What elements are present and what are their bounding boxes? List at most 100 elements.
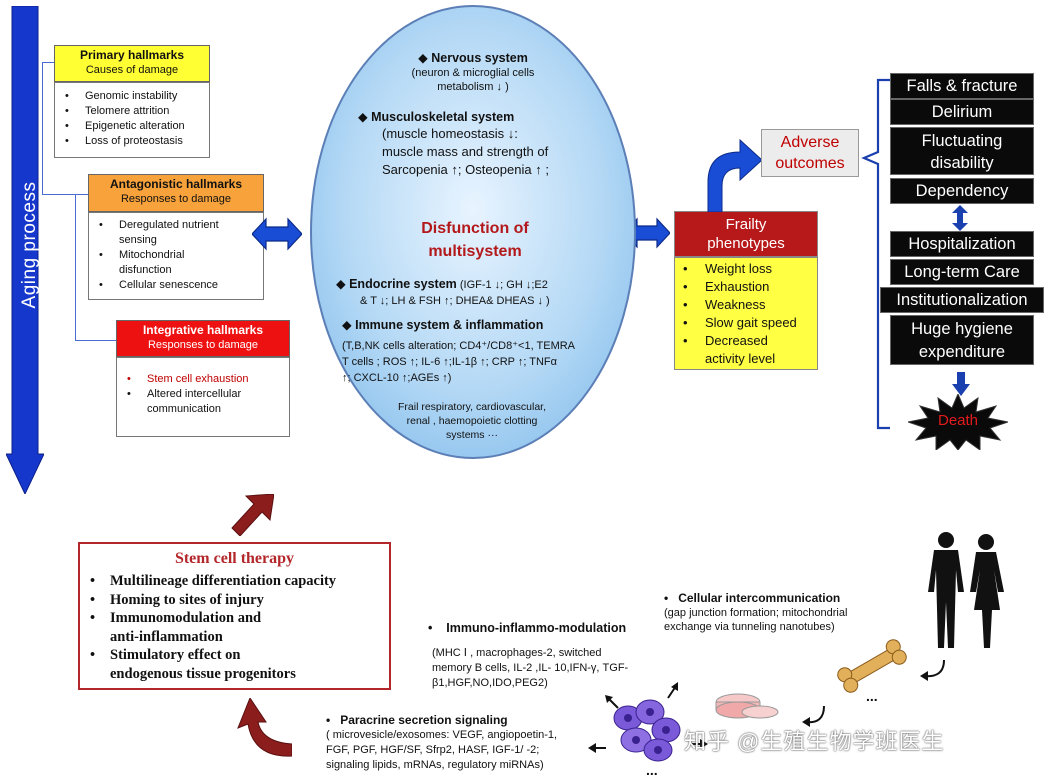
list-item-continuation: disfunction bbox=[119, 264, 172, 276]
aging-process-arrow bbox=[6, 6, 44, 494]
center-title: Disfunction of multisystem bbox=[380, 217, 570, 263]
immuno-title: Immuno-inflammo-modulation bbox=[446, 621, 627, 635]
petri-dish-icon bbox=[715, 693, 779, 719]
list-item-continuation: sensing bbox=[119, 234, 157, 246]
arrow-icon bbox=[690, 739, 708, 749]
frailty-title-line: Frailty bbox=[725, 216, 767, 233]
nervous-system-line: metabolism ↓ ) bbox=[437, 81, 509, 93]
diamond-bullet-icon: ◆ bbox=[336, 277, 350, 291]
multisystem-ellipse bbox=[310, 5, 636, 459]
frailty-title-line: phenotypes bbox=[707, 235, 785, 252]
list-item: Exhaustion bbox=[683, 278, 813, 296]
nervous-system-title: Nervous system bbox=[431, 51, 528, 65]
frail-systems-line: systems ··· bbox=[446, 429, 498, 441]
list-item: Telomere attrition bbox=[65, 104, 205, 119]
bullet: • bbox=[326, 713, 341, 727]
immune-line: T cells ; ROS ↑; IL-6 ↑;IL-1β ↑; CRP ↑; … bbox=[342, 356, 558, 368]
paracrine-line: ( microvesicle/exosomes: VEGF, angiopoet… bbox=[326, 729, 558, 741]
cellular-title: Cellular intercommunication bbox=[678, 591, 841, 605]
list-item-continuation: endogenous tissue progenitors bbox=[110, 665, 296, 682]
list-item: Altered intercellular bbox=[127, 387, 285, 402]
primary-hallmarks-subtitle: Causes of damage bbox=[85, 64, 179, 76]
frailty-phenotypes-header: Frailty phenotypes bbox=[674, 211, 818, 257]
list-item: Loss of proteostasis bbox=[65, 134, 205, 149]
integrative-hallmarks-header: Integrative hallmarks Responses to damag… bbox=[116, 320, 290, 357]
list-item: Stem cell exhaustion bbox=[127, 372, 285, 387]
outcome-line: Fluctuating bbox=[921, 132, 1003, 150]
frail-systems-block: Frail respiratory, cardiovascular, renal… bbox=[372, 400, 572, 442]
curved-arrow-icon bbox=[707, 138, 763, 212]
integrative-hallmarks-list: Stem cell exhaustion Altered intercellul… bbox=[116, 357, 290, 437]
outcome-hospitalization: Hospitalization bbox=[890, 231, 1034, 257]
double-vertical-arrow-icon bbox=[952, 205, 968, 231]
musculoskeletal-line: Sarcopenia ↑; Osteopenia ↑ ; bbox=[382, 162, 549, 177]
musculoskeletal-title: Musculoskeletal system bbox=[371, 110, 515, 124]
arrow-icon bbox=[588, 743, 606, 753]
endocrine-line: (IGF-1 ↓; GH ↓;E2 bbox=[459, 279, 548, 291]
bracket-icon bbox=[861, 78, 890, 430]
cellular-intercommunication-block: • Cellular intercommunication (gap junct… bbox=[664, 590, 904, 634]
immuno-line: memory B cells, IL-2 ,IL- 10,IFN-γ, TGF- bbox=[432, 662, 629, 674]
arrow-icon bbox=[667, 682, 678, 699]
cellular-line: (gap junction formation; mitochondrial bbox=[664, 607, 848, 619]
curved-arrow-icon bbox=[920, 659, 945, 681]
outcome-institutionalization: Institutionalization bbox=[880, 287, 1044, 313]
death-starburst-icon bbox=[908, 394, 1008, 450]
musculoskeletal-block: ◆ Musculoskeletal system (muscle homeost… bbox=[358, 109, 598, 179]
adverse-line: outcomes bbox=[775, 155, 845, 172]
primary-hallmarks-header: Primary hallmarks Causes of damage bbox=[54, 45, 210, 82]
dots-label: ... bbox=[866, 688, 878, 704]
paracrine-signaling-block: • Paracrine secretion signaling ( microv… bbox=[326, 712, 596, 773]
list-item: Deregulated nutrient bbox=[99, 218, 259, 233]
frail-systems-line: Frail respiratory, cardiovascular, bbox=[397, 401, 547, 413]
curved-up-arrow-icon bbox=[237, 698, 292, 757]
immune-line: (T,B,NK cells alteration; CD4⁺/CD8⁺<1, T… bbox=[342, 340, 576, 352]
bullet: • bbox=[428, 621, 447, 635]
immuno-line: β1,HGF,NO,IDO,PEG2) bbox=[432, 677, 548, 689]
primary-hallmarks-title: Primary hallmarks bbox=[79, 48, 185, 62]
immune-title: Immune system & inflammation bbox=[355, 318, 544, 332]
down-arrow-icon bbox=[952, 372, 970, 396]
immune-line: ↑; CXCL-10 ↑;AGEs ↑) bbox=[342, 372, 452, 384]
up-arrow-icon bbox=[231, 494, 274, 536]
list-item: Cellular senescence bbox=[99, 278, 259, 293]
frailty-phenotypes-list: Weight loss Exhaustion Weakness Slow gai… bbox=[674, 257, 818, 370]
musculoskeletal-line: (muscle homeostasis ↓: bbox=[382, 126, 518, 141]
adverse-line: Adverse bbox=[780, 134, 840, 151]
outcome-line: Huge hygiene bbox=[911, 320, 1013, 338]
curved-arrow-icon bbox=[802, 705, 825, 727]
arrow-icon bbox=[605, 695, 619, 709]
diamond-bullet-icon: ◆ bbox=[418, 51, 432, 65]
outcome-long-term-care: Long-term Care bbox=[890, 259, 1034, 285]
outcome-line: expenditure bbox=[918, 343, 1006, 361]
cell-cluster-icon bbox=[613, 699, 681, 762]
list-item-continuation: activity level bbox=[705, 351, 776, 366]
frail-systems-line: renal , haemopoietic clotting bbox=[406, 415, 538, 427]
bone-icon bbox=[837, 639, 907, 693]
connector-line bbox=[75, 340, 116, 341]
antagonistic-hallmarks-header: Antagonistic hallmarks Responses to dama… bbox=[88, 174, 264, 212]
dots-label: ... bbox=[646, 762, 658, 778]
list-item: Immunomodulation and bbox=[90, 609, 383, 628]
endocrine-title: Endocrine system bbox=[349, 277, 457, 291]
list-item-continuation: anti-inflammation bbox=[110, 628, 223, 645]
outcome-falls: Falls & fracture bbox=[890, 73, 1034, 99]
integrative-hallmarks-title: Integrative hallmarks bbox=[142, 323, 264, 337]
bullet: • bbox=[664, 591, 679, 605]
outcome-dependency: Dependency bbox=[890, 178, 1034, 204]
watermark-text: 知乎 @生殖生物学班医生 bbox=[684, 729, 945, 754]
adverse-outcomes-box: Adverse outcomes bbox=[761, 129, 859, 177]
stem-cell-therapy-box: Stem cell therapy Multilineage different… bbox=[78, 542, 391, 690]
antagonistic-hallmarks-list: Deregulated nutrient sensing Mitochondri… bbox=[88, 212, 264, 300]
primary-hallmarks-list: Genomic instability Telomere attrition E… bbox=[54, 82, 210, 158]
endocrine-block: ◆ Endocrine system (IGF-1 ↓; GH ↓;E2 & T… bbox=[336, 276, 606, 309]
list-item: Weakness bbox=[683, 296, 813, 314]
nervous-system-line: (neuron & microglial cells bbox=[411, 67, 535, 79]
death-label: Death bbox=[937, 412, 979, 429]
outcome-fluctuating-disability: Fluctuating disability bbox=[890, 127, 1034, 175]
connector-line bbox=[42, 194, 88, 195]
paracrine-line: FGF, PGF, HGF/SF, Sfrp2, HASF, IGF-1/ -2… bbox=[326, 744, 540, 756]
immune-block: ◆ Immune system & inflammation (T,B,NK c… bbox=[342, 317, 622, 386]
list-item: Slow gait speed bbox=[683, 314, 813, 332]
integrative-hallmarks-subtitle: Responses to damage bbox=[147, 339, 259, 351]
